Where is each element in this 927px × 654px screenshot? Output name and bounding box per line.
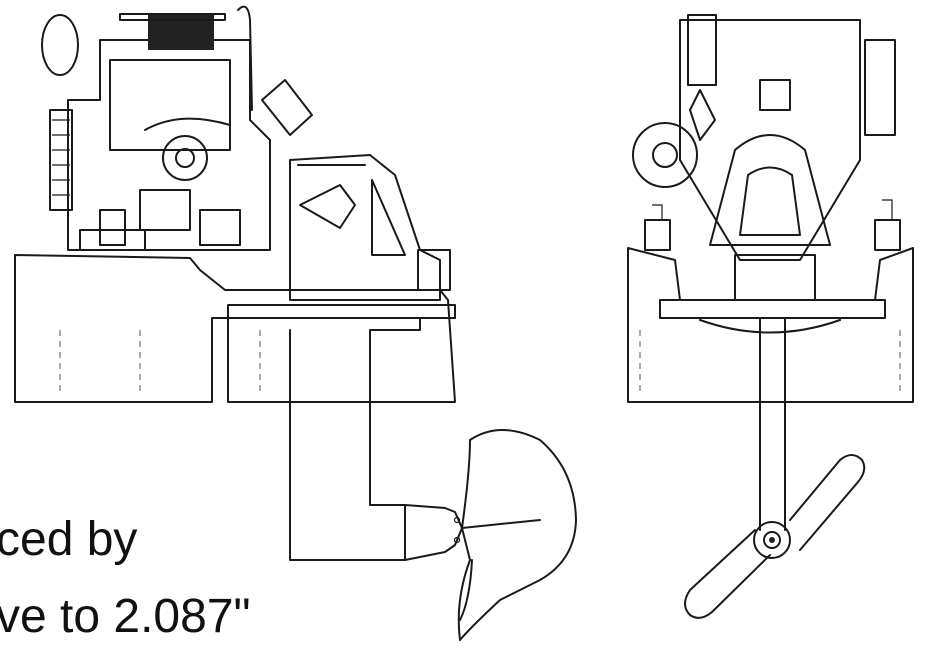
front-view-mount-base	[627, 247, 914, 403]
side-view-drive-leg	[254, 317, 463, 561]
caption-line-2: ve to 2.087"	[0, 590, 251, 643]
caption-line-1: ced by	[0, 513, 138, 566]
front-view-drive-leg	[699, 317, 841, 531]
side-view-mount-base	[14, 254, 456, 403]
side-view-engine-block	[41, 5, 313, 251]
front-view-engine-block	[632, 14, 901, 301]
front-view-drawing	[627, 14, 914, 619]
front-view-two-blade-propeller	[684, 454, 866, 619]
side-view-drawing	[14, 5, 577, 641]
side-view-folding-propeller	[457, 429, 577, 641]
side-view-drive-housing	[289, 154, 451, 301]
